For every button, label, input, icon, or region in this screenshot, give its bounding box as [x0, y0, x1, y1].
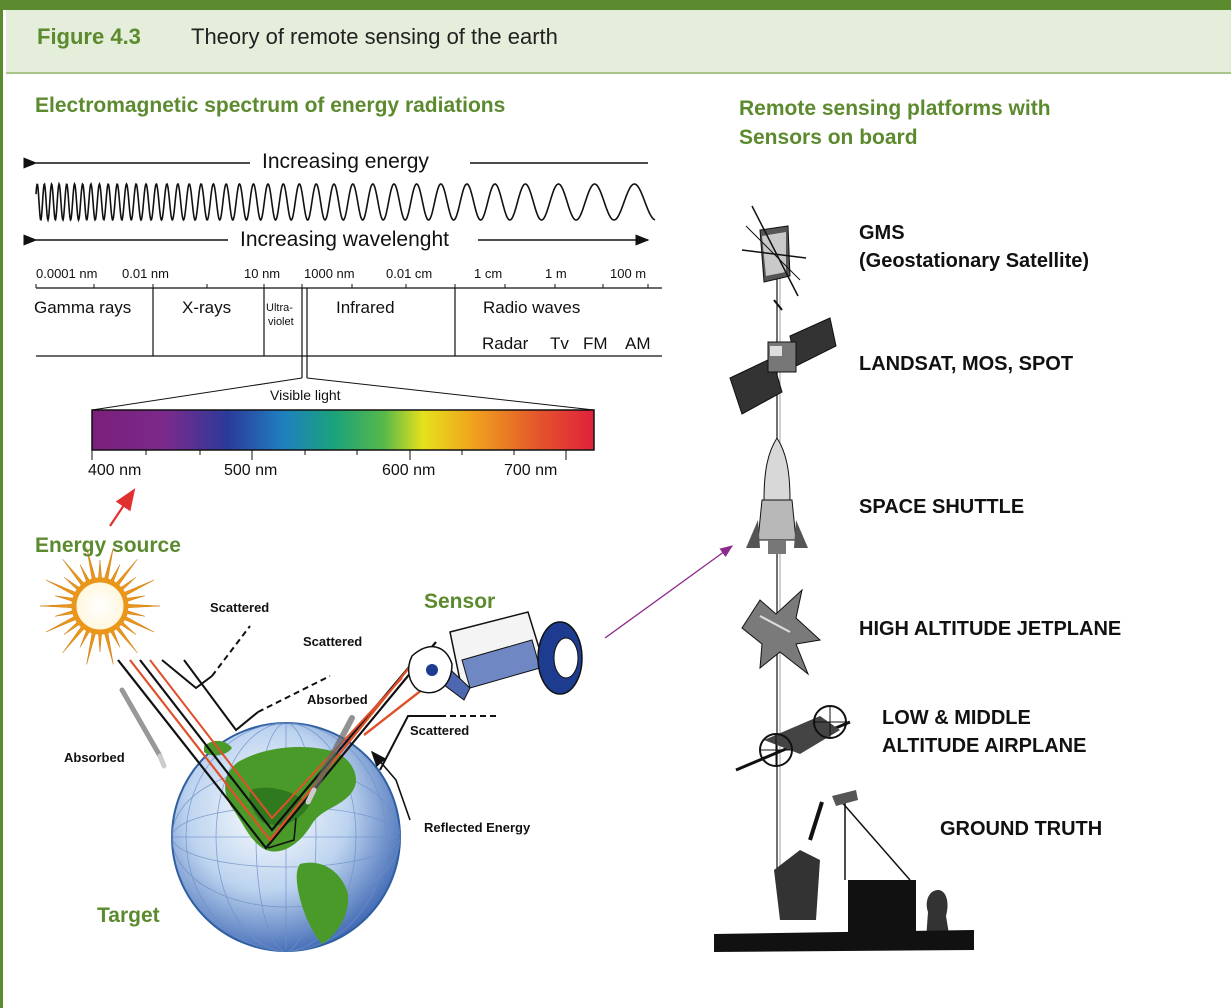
scattered-label-1: Scattered — [210, 600, 270, 615]
absorbed-streaks — [119, 687, 355, 805]
platform-jetplane: HIGH ALTITUDE JETPLANE — [859, 618, 1122, 640]
scattered-label-2: Scattered — [303, 634, 363, 649]
sun-ray — [123, 603, 161, 609]
sensor-satellite-icon — [407, 611, 583, 701]
reflected-energy-label: Reflected Energy — [424, 820, 531, 835]
tick-label: 1000 nm — [304, 266, 355, 281]
energy-source-label: Energy source — [35, 534, 181, 557]
radio-sub-am: AM — [625, 334, 651, 353]
tick-label: 1 m — [545, 266, 567, 281]
airplane-icon — [735, 705, 851, 772]
band-xray: X-rays — [182, 298, 232, 317]
platform-airplane-2: ALTITUDE AIRPLANE — [882, 735, 1087, 757]
radio-sub-radar: Radar — [482, 334, 529, 353]
visible-spectrum-bar — [91, 409, 595, 451]
nm-tick-500: 500 nm — [224, 462, 278, 479]
tick-label: 0.01 cm — [386, 266, 433, 281]
scattered-lines — [161, 625, 500, 771]
gms-satellite-icon — [741, 205, 807, 311]
scattered-label-3: Scattered — [410, 723, 470, 738]
platform-shuttle: SPACE SHUTTLE — [859, 496, 1025, 518]
ground-truth-icon — [714, 790, 974, 952]
visible-scale-ticks — [91, 450, 567, 460]
band-uv-1: Ultra- — [266, 302, 293, 314]
figure-header: Figure 4.3 Theory of remote sensing of t… — [6, 10, 1231, 74]
platforms-pointer-arrow — [604, 545, 734, 639]
visible-light-label: Visible light — [270, 387, 341, 403]
visible-zoom-lines — [91, 377, 595, 411]
platform-gms-desc: (Geostationary Satellite) — [859, 250, 1090, 272]
nm-tick-400: 400 nm — [88, 462, 142, 479]
platform-ground-truth: GROUND TRUTH — [940, 818, 1103, 840]
sun-core — [71, 577, 129, 635]
platform-tower — [776, 230, 781, 880]
increasing-wavelength-label: Increasing wavelenght — [240, 228, 449, 251]
spectrum-heading: Electromagnetic spectrum of energy radia… — [35, 94, 506, 117]
energy-to-spectrum-arrow — [109, 488, 136, 527]
band-radio: Radio waves — [483, 298, 581, 317]
sensor-label: Sensor — [424, 590, 496, 613]
nm-tick-700: 700 nm — [504, 462, 558, 479]
radio-sub-tv: Tv — [550, 334, 569, 353]
platform-gms: GMS — [859, 222, 905, 244]
space-shuttle-icon — [746, 437, 808, 554]
band-infrared: Infrared — [336, 298, 395, 317]
nm-tick-600: 600 nm — [382, 462, 436, 479]
tick-label: 100 m — [610, 266, 647, 281]
top-bar — [3, 0, 1231, 10]
tick-label: 10 nm — [244, 266, 281, 281]
platform-landsat: LANDSAT, MOS, SPOT — [859, 353, 1074, 375]
platforms-heading-2: Sensors on board — [739, 126, 918, 149]
jetplane-icon — [741, 588, 822, 676]
absorbed-label-1: Absorbed — [307, 692, 368, 707]
tick-label: 0.0001 nm — [36, 266, 98, 281]
band-uv-2: violet — [268, 316, 294, 328]
tick-label: 1 cm — [474, 266, 503, 281]
incident-beams — [117, 641, 437, 850]
landsat-satellite-icon — [729, 317, 837, 415]
absorbed-label-2: Absorbed — [64, 750, 125, 765]
increasing-energy-label: Increasing energy — [262, 150, 429, 173]
reflected-energy-arrow — [370, 750, 411, 821]
figure-title: Theory of remote sensing of the earth — [191, 24, 558, 49]
platforms-heading-1: Remote sensing platforms with — [739, 97, 1051, 120]
figure-label: Figure 4.3 — [37, 24, 141, 49]
tick-label: 0.01 nm — [122, 266, 169, 281]
spectrum-scale — [35, 284, 662, 378]
target-label: Target — [97, 904, 160, 927]
band-gamma: Gamma rays — [34, 298, 132, 317]
sun-icon — [39, 547, 161, 665]
target-marker — [267, 817, 297, 849]
wavelength-wave — [35, 181, 656, 223]
platform-airplane-1: LOW & MIDDLE — [882, 707, 1031, 729]
radio-sub-fm: FM — [583, 334, 608, 353]
sun-ray — [39, 603, 77, 609]
